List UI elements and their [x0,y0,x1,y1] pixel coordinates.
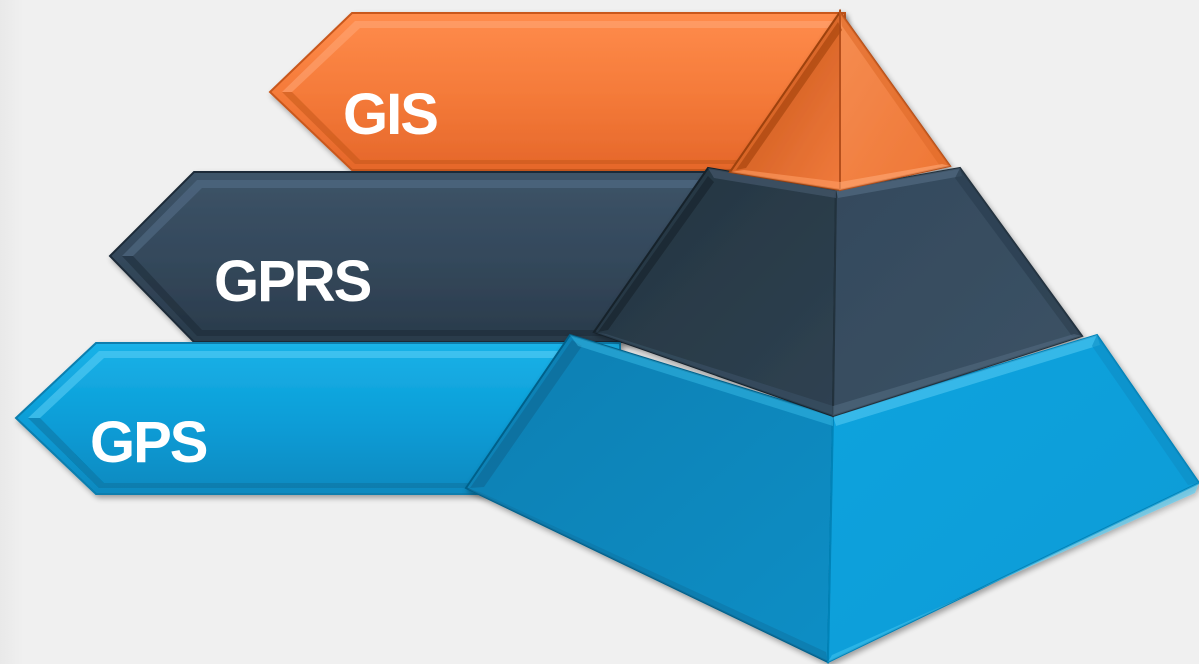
pyramid-tier-gprs [592,166,1084,418]
gprs-label: GPRS [214,249,371,314]
pyramid-3d [464,8,1199,664]
pyramid-tier-gis [728,8,952,192]
gps-label: GPS [90,410,207,475]
pyramid-tier-gps [464,333,1199,664]
gis-label: GIS [343,82,437,147]
